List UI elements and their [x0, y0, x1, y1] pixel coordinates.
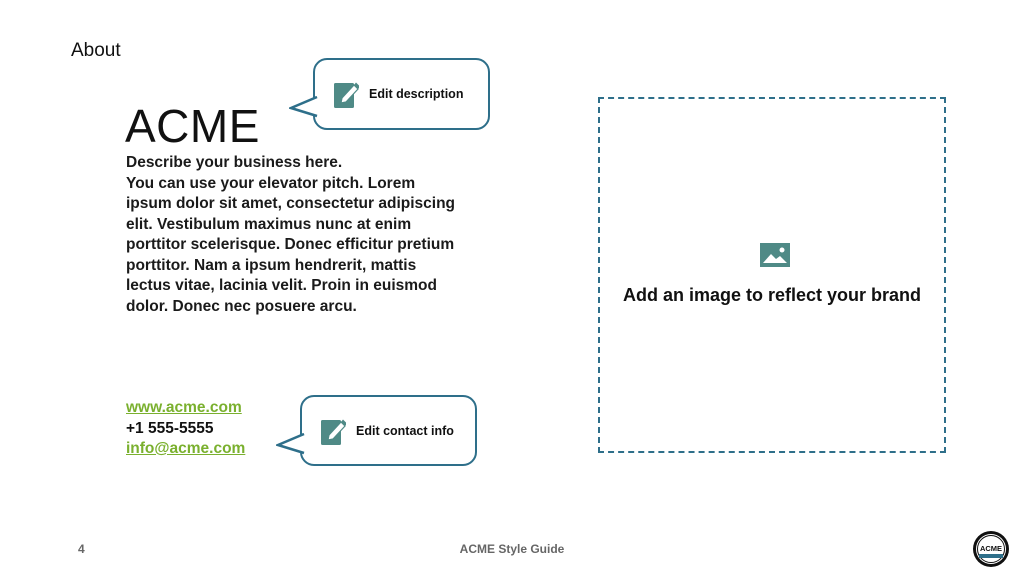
edit-contact-label: Edit contact info [356, 423, 454, 438]
edit-document-icon [321, 419, 346, 445]
image-placeholder-label: Add an image to reflect your brand [622, 285, 922, 305]
edit-description-callout[interactable]: Edit description [289, 58, 490, 130]
callout-tail [276, 433, 305, 455]
section-title: About [71, 40, 121, 61]
business-description: Describe your business here. You can use… [126, 153, 456, 317]
acme-logo: ACME [973, 531, 1009, 567]
website-link[interactable]: www.acme.com [126, 399, 242, 416]
image-placeholder[interactable]: Add an image to reflect your brand [598, 97, 946, 453]
svg-text:ACME: ACME [980, 544, 1002, 553]
page-number: 4 [78, 542, 85, 556]
description-body: You can use your elevator pitch. Lorem i… [126, 174, 456, 315]
brand-name: ACME [125, 100, 260, 152]
footer-title: ACME Style Guide [459, 542, 565, 556]
phone-number: +1 555-5555 [126, 419, 214, 437]
edit-document-icon [334, 82, 359, 108]
contact-block: www.acme.com +1 555-5555 info@acme.com [126, 398, 245, 460]
callout-tail [289, 96, 318, 118]
edit-contact-callout[interactable]: Edit contact info [276, 395, 477, 466]
email-link[interactable]: info@acme.com [126, 440, 246, 457]
description-lead: Describe your business here. [126, 154, 343, 171]
image-icon [760, 243, 790, 267]
edit-description-label: Edit description [369, 87, 464, 101]
